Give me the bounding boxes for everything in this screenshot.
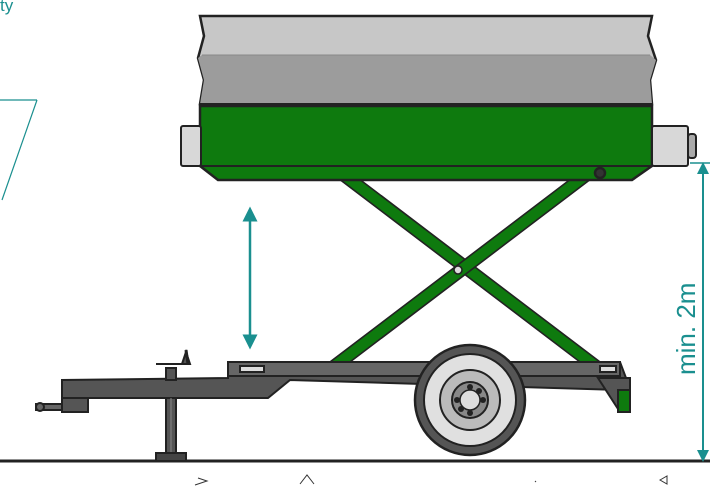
side-lights: [180, 125, 697, 167]
coupling: [35, 397, 89, 413]
wheel-icon: [413, 343, 527, 457]
jockey-wheel-icon: [155, 348, 192, 462]
scissor-lift-icon: [327, 171, 603, 363]
left-frame-lines: [0, 99, 38, 201]
ground-marks: [194, 474, 668, 486]
chassis-frame: [61, 361, 631, 413]
trailer-body-icon: [198, 104, 654, 182]
corner-text: ty: [0, 0, 14, 15]
height-label: min. 2m: [671, 283, 701, 375]
height-dimension-icon: min. 2m: [671, 162, 710, 462]
cover: [196, 14, 658, 106]
